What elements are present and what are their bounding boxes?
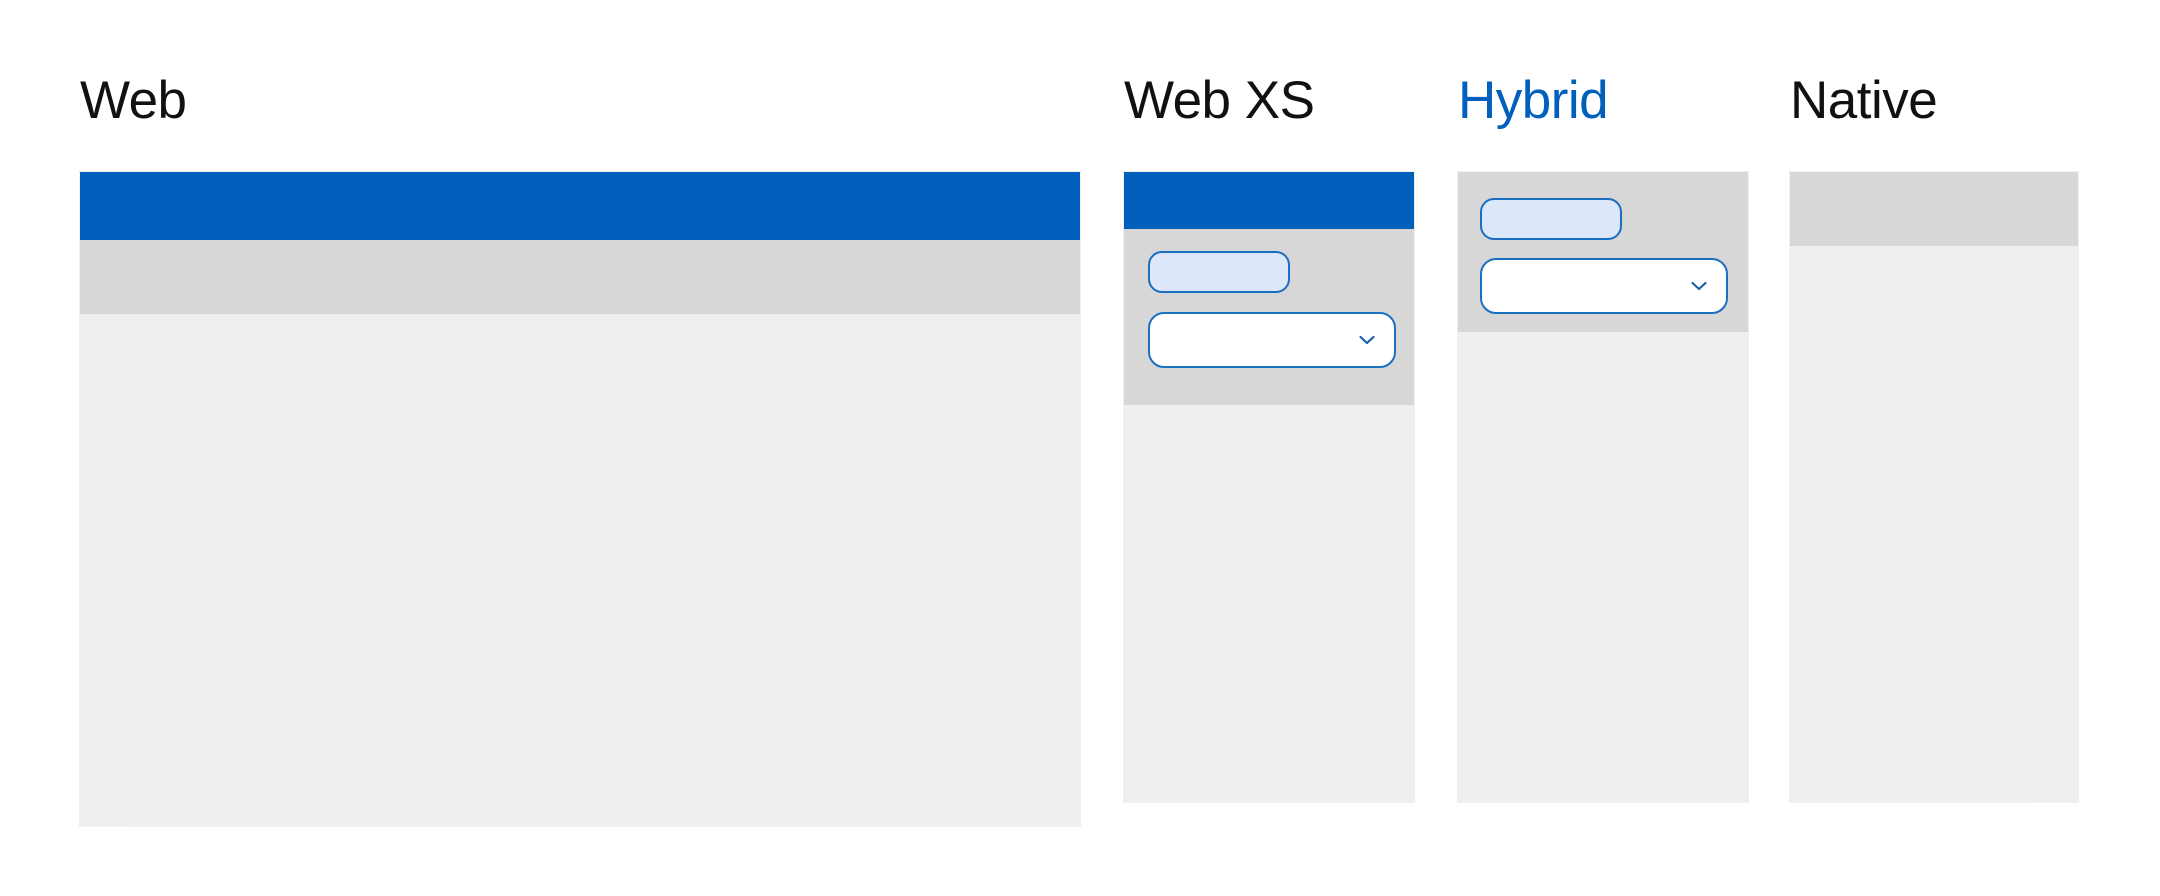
panel-title-native: Native [1790, 71, 1938, 130]
primary-pill-button-hybrid[interactable] [1480, 198, 1622, 240]
primary-pill-button-web-xs[interactable] [1148, 251, 1290, 293]
chevron-down-icon [1688, 275, 1710, 297]
panel-title-web-xs: Web XS [1124, 71, 1315, 130]
panel-shell-web [79, 171, 1081, 827]
panel-title-web: Web [80, 71, 187, 130]
panel-title-hybrid: Hybrid [1458, 71, 1609, 130]
dropdown-select-hybrid[interactable] [1480, 258, 1728, 314]
app-bar-web-xs [1124, 172, 1414, 229]
toolbar-web [80, 240, 1080, 314]
dropdown-select-web-xs[interactable] [1148, 312, 1396, 368]
panel-shell-native [1789, 171, 2079, 803]
panel-shell-hybrid [1457, 171, 1749, 803]
toolbar-native [1790, 172, 2078, 246]
panel-shell-web-xs [1123, 171, 1415, 803]
app-bar-web [80, 172, 1080, 240]
chevron-down-icon [1356, 329, 1378, 351]
